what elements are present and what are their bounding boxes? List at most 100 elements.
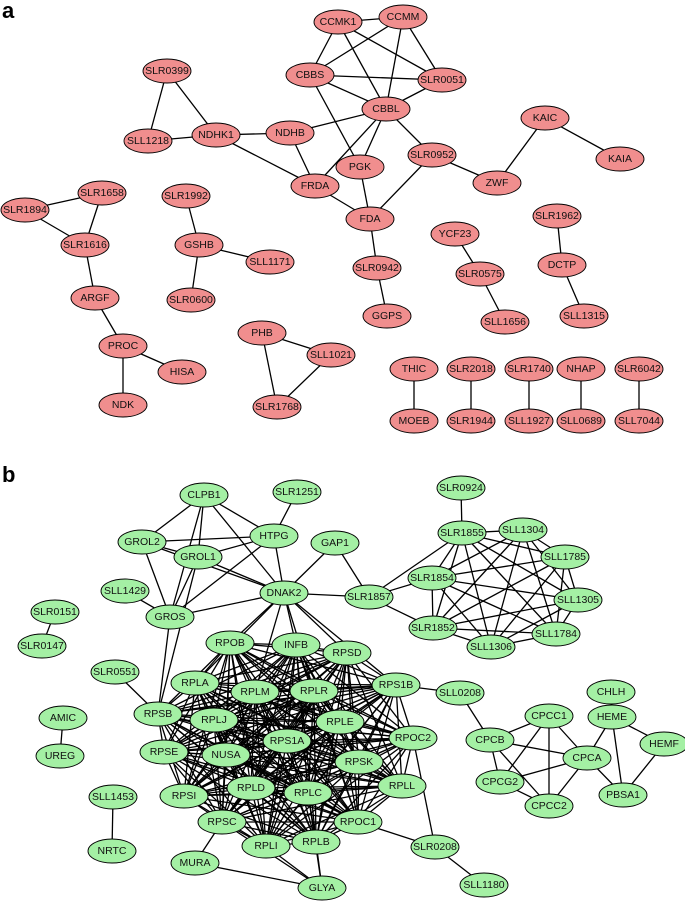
node-shape (90, 659, 140, 685)
node-shape (639, 731, 685, 757)
node-shape (313, 9, 363, 35)
node-sll1656: SLL1656 (480, 309, 530, 335)
node-rpsi: RPSI (159, 783, 209, 809)
node-label: CPCC2 (531, 800, 567, 812)
node-label: RPLD (237, 782, 265, 794)
node-label: NUSA (211, 749, 240, 761)
node-shape (446, 408, 496, 434)
node-kaia: KAIA (595, 146, 645, 172)
edge-rpsk-rplb (315, 761, 360, 843)
node-label: RPLA (181, 677, 208, 689)
node-label: CBBL (372, 103, 400, 115)
node-label: NDHK1 (198, 129, 234, 141)
node-label: SLR0952 (410, 149, 454, 161)
node-label: PROC (108, 340, 139, 352)
node-label: GROS (155, 611, 186, 623)
node-chlh: CHLH (586, 679, 636, 705)
node-shape (70, 285, 120, 311)
node-shape (598, 782, 648, 808)
node-shape (524, 703, 574, 729)
node-label: SLR0575 (458, 268, 502, 280)
node-shape (98, 392, 148, 418)
node-slr0575: SLR0575 (455, 261, 505, 287)
node-sll1305: SLL1305 (553, 587, 603, 613)
node-rpoc2: RPOC2 (388, 725, 438, 751)
node-label: SLR0399 (145, 65, 189, 77)
node-rpsk: RPSK (334, 749, 384, 775)
edge-ccmm-cbbl (385, 16, 404, 110)
node-label: RPLI (254, 840, 277, 852)
edge-ccmm-cbbs (309, 16, 404, 76)
node-slr1658: SLR1658 (77, 180, 127, 206)
node-shape (189, 707, 239, 733)
node-rpse: RPSE (139, 739, 189, 765)
edge-dnak2-rplm (254, 592, 285, 693)
node-label: MOEB (399, 415, 430, 427)
node-shape (139, 739, 189, 765)
edge-rplm-rpoc1 (254, 691, 359, 823)
node-sll1306: SLL1306 (466, 634, 516, 660)
node-ndk: NDK (98, 392, 148, 418)
node-shape (352, 255, 402, 281)
edge-grol2-dnak2 (141, 541, 285, 594)
node-sll1218: SLL1218 (123, 128, 173, 154)
node-label: RPSB (144, 708, 173, 720)
node-slr1616: SLR1616 (60, 232, 110, 258)
node-shape (262, 728, 312, 754)
edge-rpoc2-rpli (265, 737, 414, 847)
edge-rpse-rplc (163, 751, 309, 794)
node-label: SLR1251 (275, 486, 319, 498)
node-shape (173, 544, 223, 570)
node-label: SLL1218 (127, 135, 169, 147)
node-label: PGK (349, 161, 371, 173)
node-label: CPCC1 (531, 710, 567, 722)
node-label: CPCG2 (482, 776, 518, 788)
node-shape (201, 742, 251, 768)
node-shape (315, 709, 365, 735)
node-shape (587, 704, 637, 730)
node-shape (157, 359, 207, 385)
edge-sll1785-slr1852 (432, 556, 566, 629)
node-slr1944: SLR1944 (446, 408, 496, 434)
node-rpll: RPLL (377, 773, 427, 799)
node-slr1854: SLR1854 (407, 565, 457, 591)
node-slr0147: SLR0147 (17, 633, 67, 659)
edge-infb-rpse (163, 644, 297, 753)
node-shape (145, 604, 195, 630)
node-slr1740: SLR1740 (504, 356, 554, 382)
node-sll1785: SLL1785 (540, 544, 590, 570)
edge-grol1-rpsb (157, 556, 199, 715)
node-sll0208: SLL0208 (435, 680, 485, 706)
node-shape (98, 333, 148, 359)
node-pgk: PGK (335, 154, 385, 180)
node-slr1855: SLR1855 (437, 520, 487, 546)
node-rpsd: RPSD (322, 640, 372, 666)
node-shape (166, 287, 216, 313)
node-cpcc1: CPCC1 (524, 703, 574, 729)
node-shape (377, 773, 427, 799)
node-shape (161, 183, 211, 209)
node-label: CHLH (597, 686, 626, 698)
edge-rpsb-rple (157, 713, 341, 723)
node-label: GSHB (184, 239, 214, 251)
node-nrtc: NRTC (87, 838, 137, 864)
node-label: UREG (45, 750, 75, 762)
node-shape (249, 523, 299, 549)
node-shape (117, 529, 167, 555)
node-sll1453: SLL1453 (88, 784, 138, 810)
node-rple: RPLE (315, 709, 365, 735)
node-shape (435, 680, 485, 706)
node-gap1: GAP1 (310, 530, 360, 556)
node-shape (170, 670, 220, 696)
node-shape (0, 197, 50, 223)
node-label: SLL1315 (563, 310, 605, 322)
node-rpla: RPLA (170, 670, 220, 696)
node-shape (306, 342, 356, 368)
node-label: SLL1171 (249, 256, 290, 268)
node-label: SLL1785 (544, 551, 586, 563)
node-ggps: GGPS (362, 303, 412, 329)
node-slr0952: SLR0952 (407, 142, 457, 168)
node-label: RPLB (302, 836, 329, 848)
